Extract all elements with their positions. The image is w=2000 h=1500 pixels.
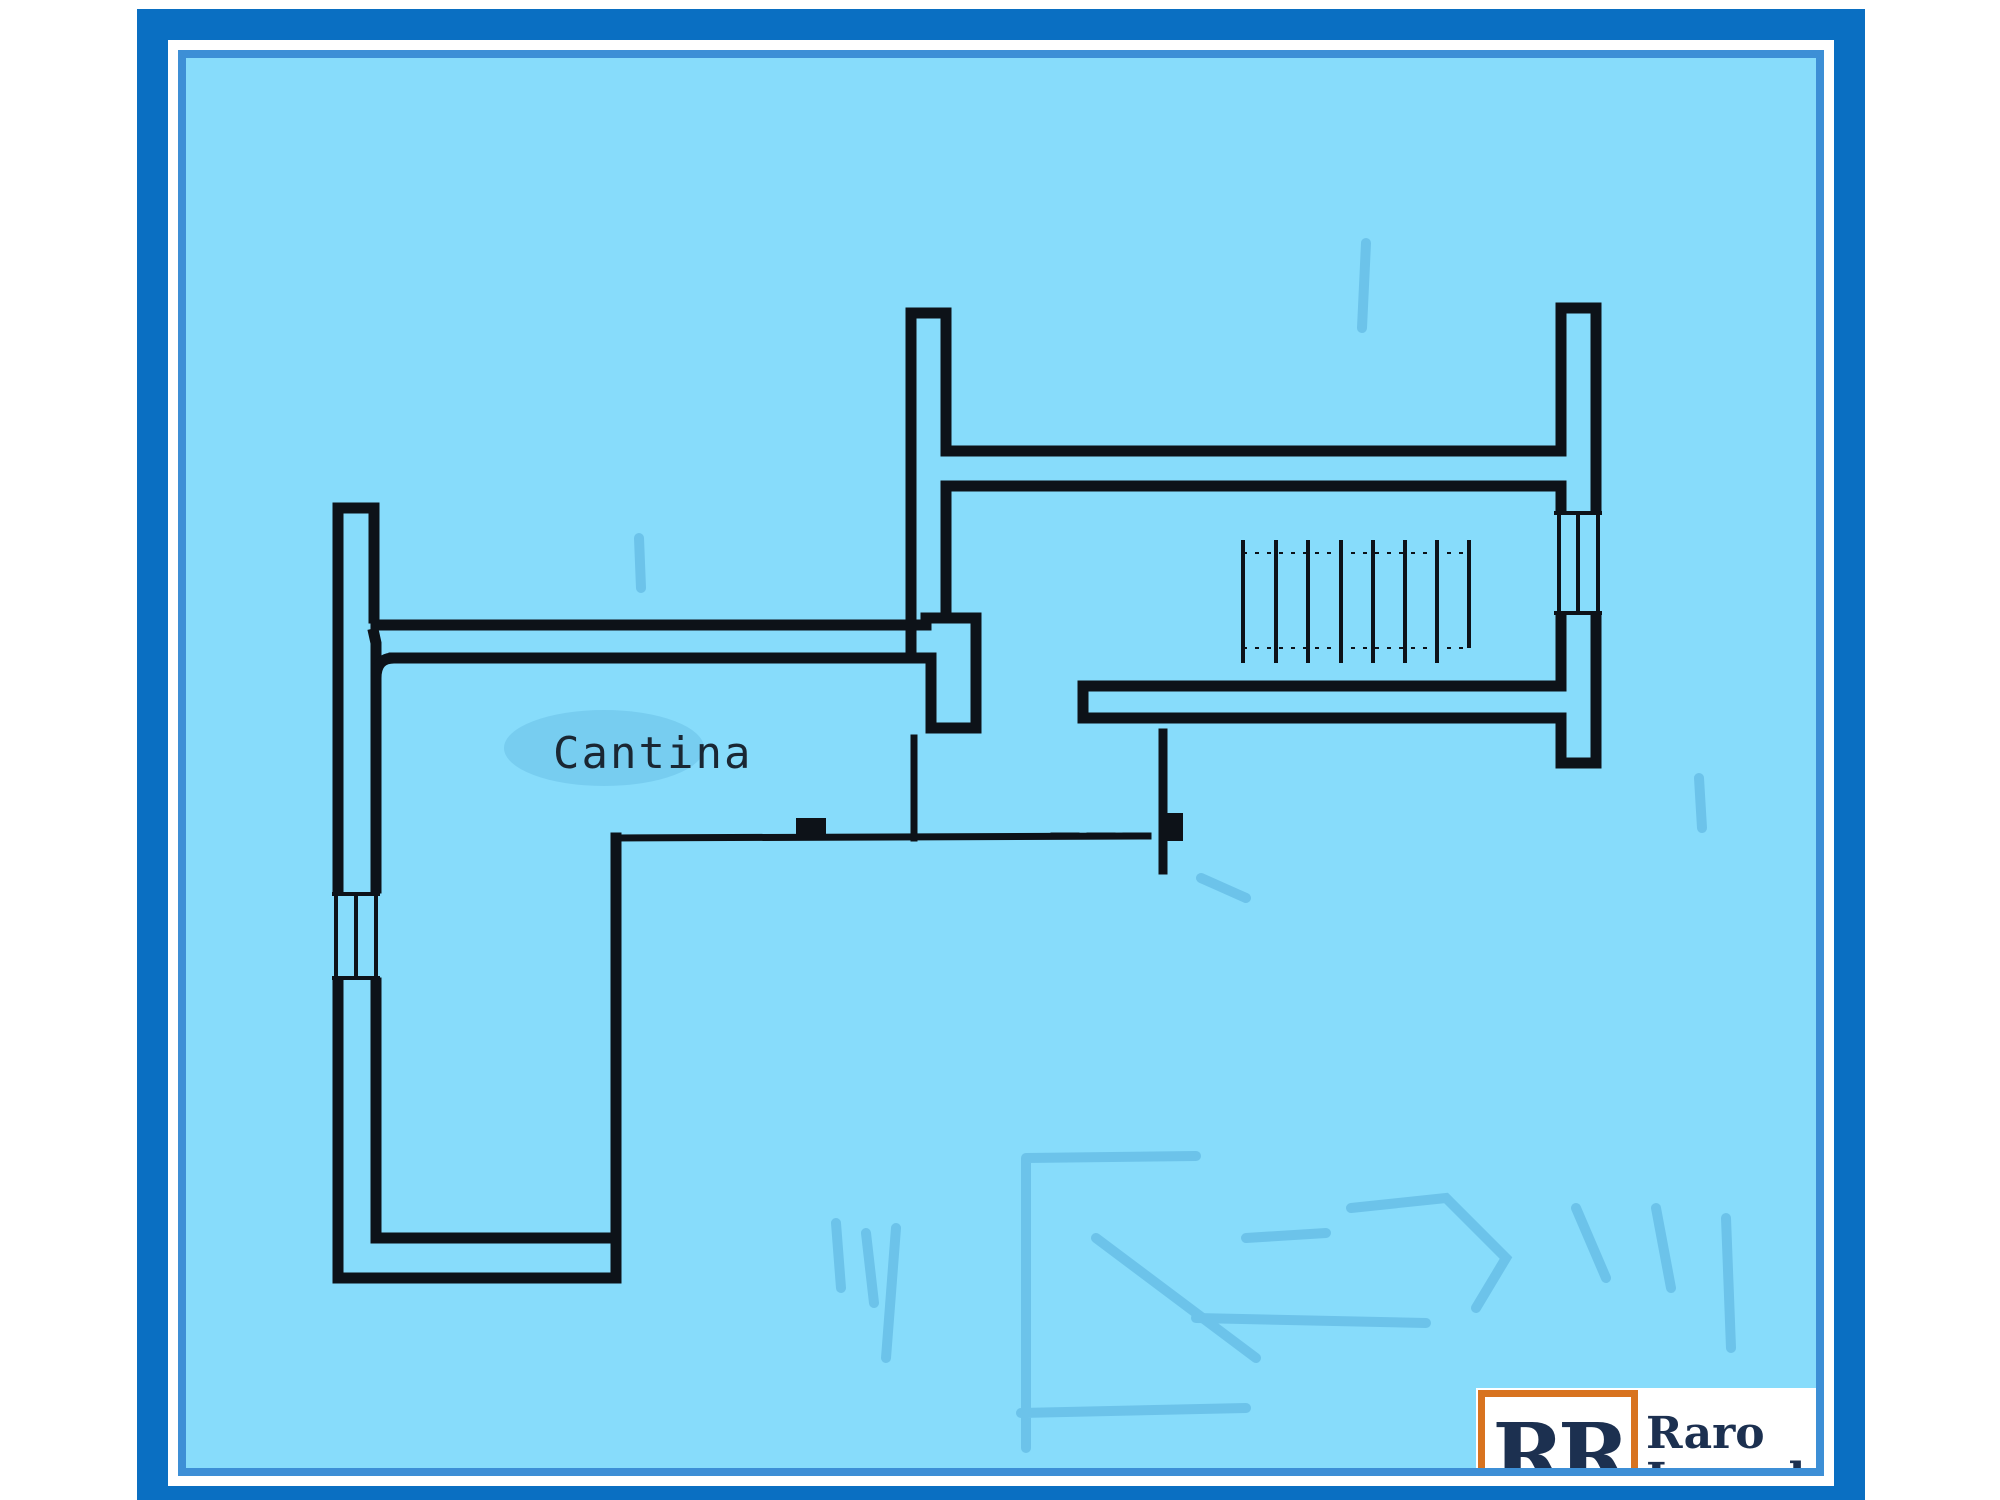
window-left-frame <box>334 894 378 978</box>
ghost-stroke <box>1346 1192 1513 1313</box>
logo-wordmark: Raro Immobiliare <box>1638 1388 1816 1468</box>
logo-line-raro: Raro <box>1646 1407 1765 1459</box>
wall-cantina-corner <box>370 652 400 684</box>
ghost-stroke <box>1016 1151 1251 1453</box>
window-right-sill <box>1554 511 1602 615</box>
wall-pillar <box>920 612 982 734</box>
ghost-stroke <box>1091 1228 1331 1363</box>
wall-left-inner-top <box>367 627 382 894</box>
staircase <box>1241 540 1471 663</box>
ghost-stroke <box>1571 1203 1736 1353</box>
agency-logo: RR Raro Immobiliare <box>1476 1388 1816 1468</box>
walls <box>332 302 1602 1284</box>
ghost-stroke <box>831 1218 901 1363</box>
window-left <box>332 892 380 980</box>
wall-cantina-divider <box>612 832 1140 842</box>
ghost-stroke <box>1196 873 1251 903</box>
window-right-frame <box>1557 513 1600 613</box>
window-right <box>1554 511 1602 615</box>
room-label-cantina: Cantina <box>553 728 753 779</box>
ghost-stroke <box>1191 1313 1431 1328</box>
floor-plan-drawing <box>332 238 1736 1453</box>
ghost-smudge <box>504 710 704 786</box>
floor-plan-area: Cantina RR Raro Immobiliare <box>186 58 1816 1468</box>
column-block <box>1161 813 1183 841</box>
wall-bottom <box>332 1232 622 1284</box>
ghost-stroke <box>634 533 646 593</box>
wall-left-inner-bottom <box>370 977 617 1244</box>
scan-artifacts <box>634 238 1736 1453</box>
window-left-sill <box>332 892 380 980</box>
wall-landing-bottom <box>1077 712 1567 769</box>
logo-line-immobiliare: Immobiliare <box>1646 1456 1816 1468</box>
ghost-stroke <box>1357 238 1371 333</box>
column-block <box>796 818 826 840</box>
logo-mark: RR <box>1478 1390 1638 1468</box>
ghost-stroke <box>1694 773 1707 833</box>
